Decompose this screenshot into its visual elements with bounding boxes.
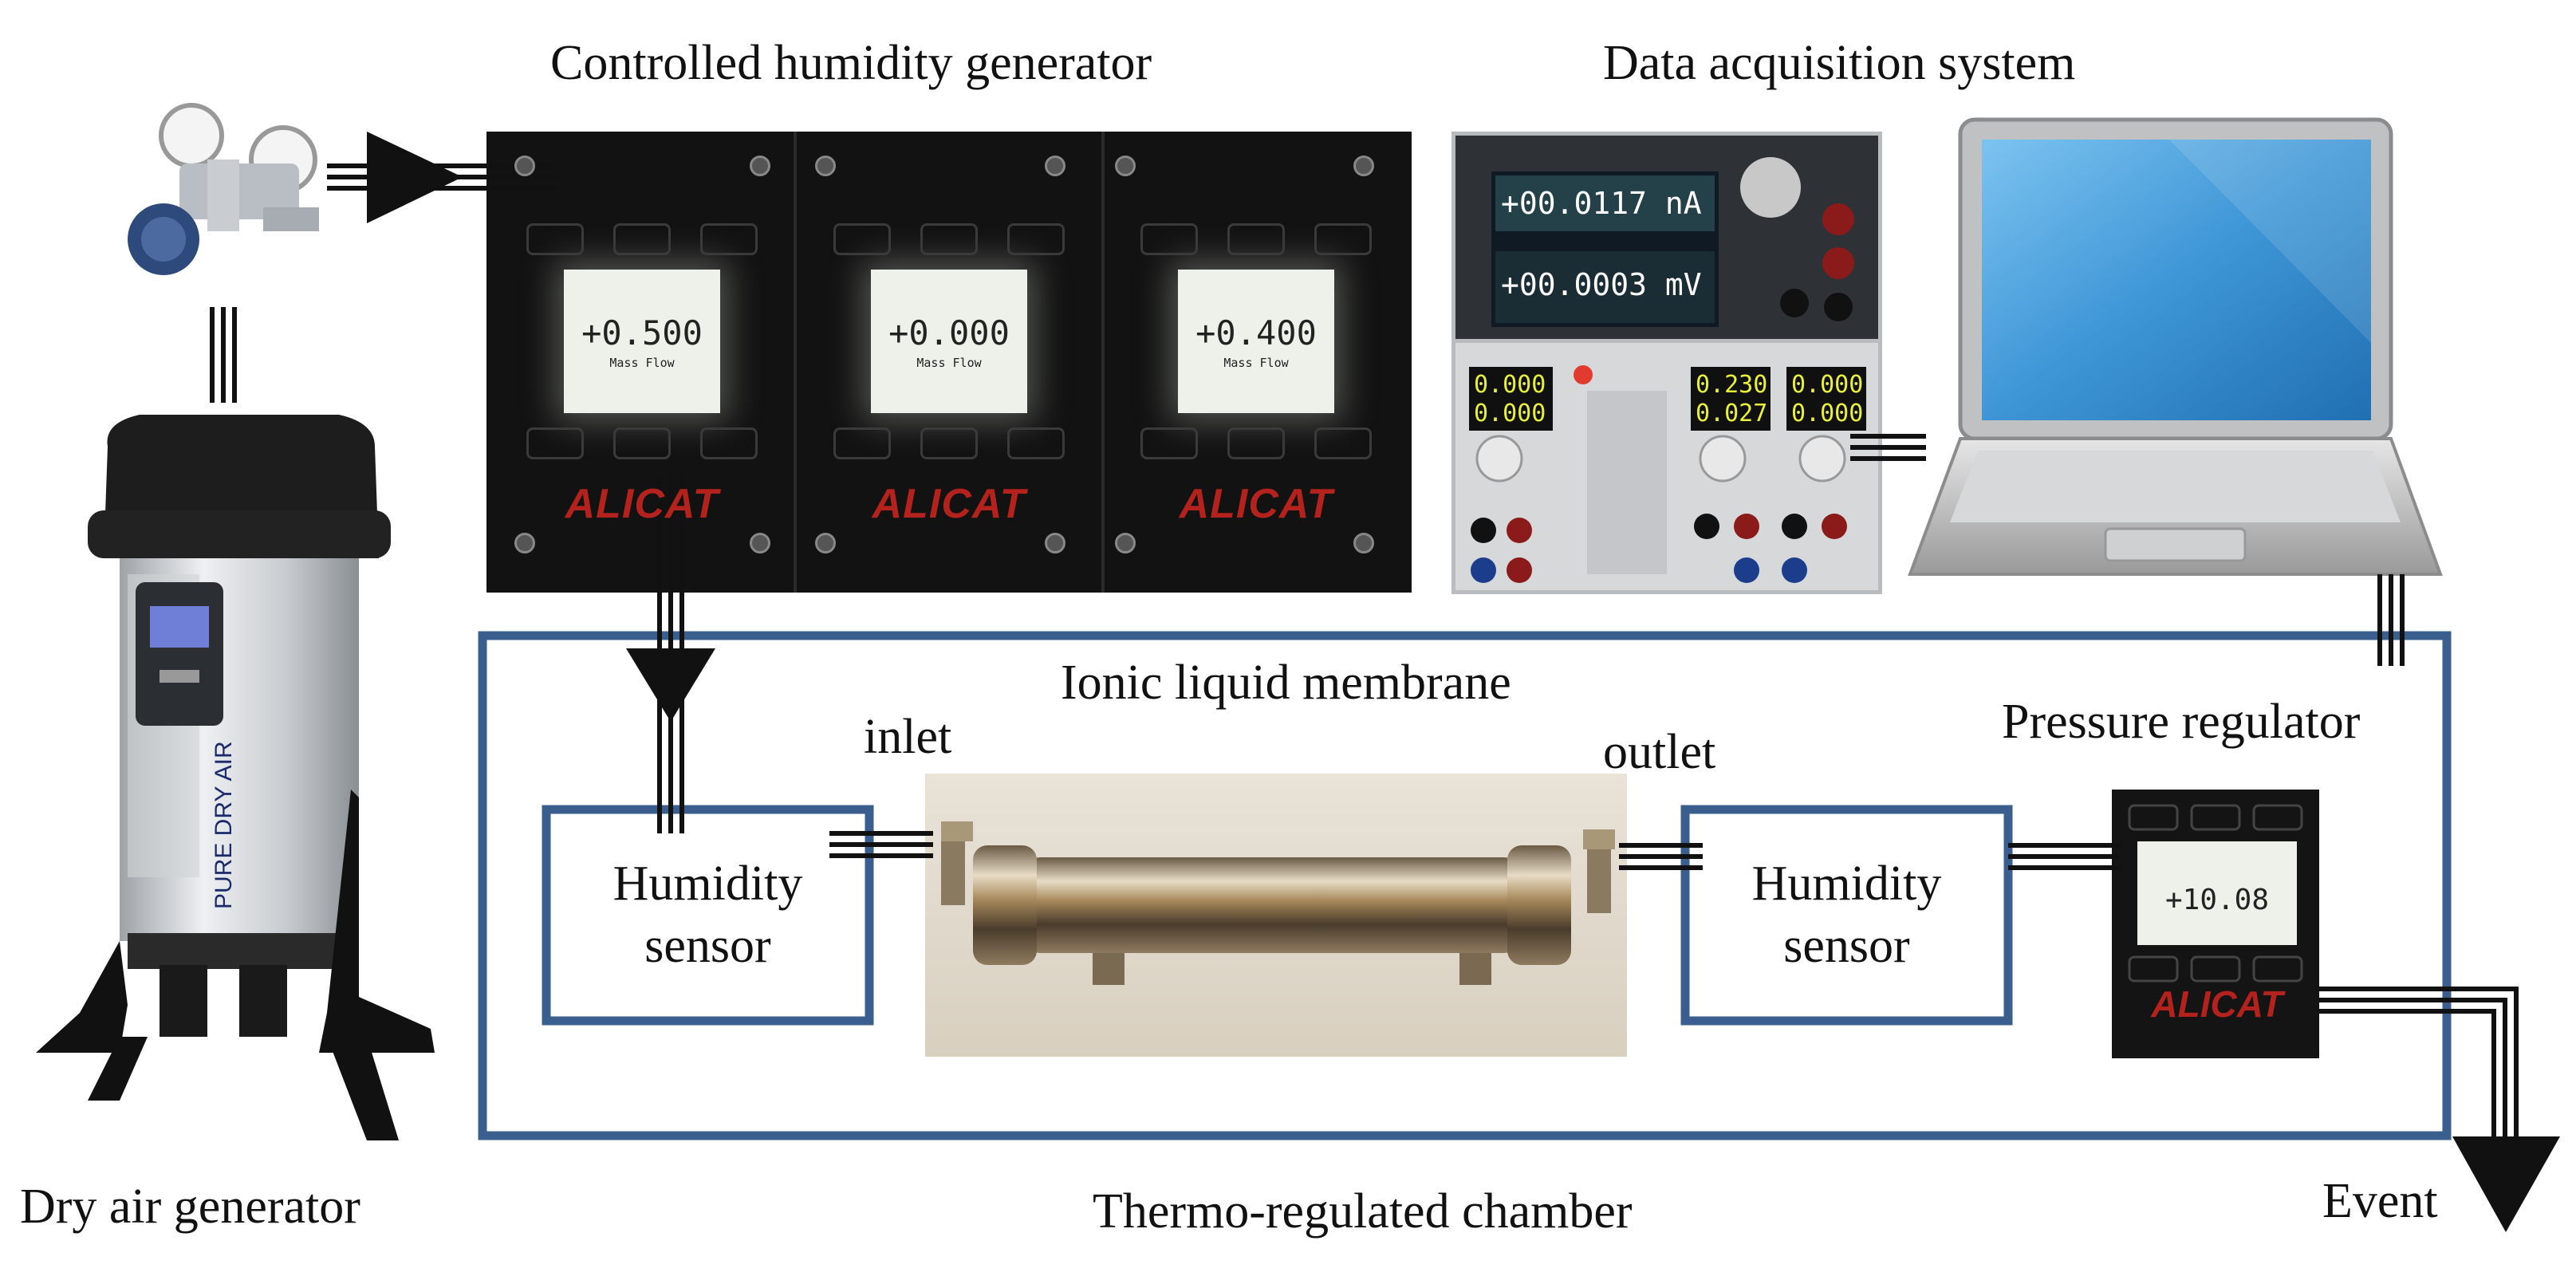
pressure-regulator-device: +10.08 ALICAT	[2112, 790, 2319, 1058]
label-pressure-regulator: Pressure regulator	[2002, 695, 2361, 749]
mass-flow-controller-3: +0.400 Mass Flow ALICAT	[1125, 223, 1388, 528]
label-outlet: outlet	[1603, 725, 1716, 779]
mfc-3-reading: +0.400	[1195, 313, 1317, 353]
mfc-1-reading: +0.500	[581, 313, 703, 353]
humidity-sensor-outlet-line1: Humidity	[1751, 857, 1942, 911]
power-supply-left-line2: 0.000	[1474, 400, 1546, 427]
dry-air-generator-image: PURE DRY AIR	[36, 415, 435, 1140]
thermo-regulated-chamber-box	[478, 631, 2452, 1140]
power-supply-right-a-line1: 0.230	[1696, 371, 1768, 399]
mfc-3-display: +0.400 Mass Flow	[1178, 270, 1334, 413]
panel-screw	[750, 533, 770, 553]
mfc-2-reading: +0.000	[888, 313, 1010, 353]
humidity-sensor-inlet-label: Humidity sensor	[550, 853, 865, 977]
arrow-to-humidity-sensor	[626, 648, 715, 722]
instrument-rack-image	[1451, 132, 1882, 594]
humidity-sensor-inlet-line1: Humidity	[612, 857, 803, 911]
panel-screw	[1045, 533, 1065, 553]
mfc-3-subtitle: Mass Flow	[1223, 355, 1289, 370]
panel-screw	[514, 533, 535, 553]
panel-screw	[750, 156, 770, 176]
humidity-sensor-outlet-box	[1680, 805, 2013, 1026]
power-supply-left-line1: 0.000	[1474, 371, 1546, 399]
laptop-image	[1908, 117, 2443, 576]
mfc-1-brand: ALICAT	[565, 481, 719, 527]
pressure-brand-text: ALICAT	[2150, 983, 2286, 1025]
pressure-reading-text: +10.08	[2165, 884, 2269, 916]
mfc-2-display: +0.000 Mass Flow	[871, 270, 1027, 413]
arrow-event	[2452, 1136, 2560, 1232]
humidity-sensor-inlet-line2: sensor	[644, 918, 771, 973]
label-inlet: inlet	[864, 710, 952, 764]
dryer-brand-text: PURE DRY AIR	[211, 741, 237, 909]
power-supply-right-b-line2: 0.000	[1791, 400, 1864, 427]
label-event: Event	[2322, 1174, 2438, 1228]
arrow-to-humidity-generator	[367, 132, 463, 223]
picoammeter-voltage: +00.0003 mV	[1501, 267, 1702, 302]
panel-screw	[1353, 156, 1374, 176]
power-supply-right-b-line1: 0.000	[1791, 371, 1864, 399]
panel-screw	[815, 533, 836, 553]
mfc-1-subtitle: Mass Flow	[609, 355, 675, 370]
humidity-sensor-outlet-line2: sensor	[1783, 918, 1910, 973]
mfc-2-subtitle: Mass Flow	[916, 355, 982, 370]
picoammeter-current: +00.0117 nA	[1501, 186, 1702, 221]
panel-screw	[815, 156, 836, 176]
power-supply-right-a-line2: 0.027	[1696, 400, 1768, 427]
panel-screw	[1115, 156, 1136, 176]
mass-flow-controller-2: +0.000 Mass Flow ALICAT	[817, 223, 1081, 528]
humidity-sensor-inlet-box	[542, 805, 874, 1026]
mfc-2-brand: ALICAT	[872, 481, 1026, 527]
label-thermo-regulated-chamber: Thermo-regulated chamber	[1093, 1184, 1633, 1239]
label-controlled-humidity-generator: Controlled humidity generator	[550, 36, 1152, 90]
humidity-sensor-outlet-label: Humidity sensor	[1689, 853, 2004, 977]
label-data-acquisition-system: Data acquisition system	[1603, 36, 2076, 90]
membrane-module-image	[925, 774, 1627, 1057]
panel-screw	[1115, 533, 1136, 553]
gas-regulator-image	[128, 103, 319, 275]
panel-screw	[514, 156, 535, 176]
label-ionic-liquid-membrane: Ionic liquid membrane	[1061, 656, 1511, 710]
mass-flow-controller-1: +0.500 Mass Flow ALICAT	[510, 223, 774, 528]
panel-screw	[1045, 156, 1065, 176]
panel-screw	[1353, 533, 1374, 553]
mfc-3-brand: ALICAT	[1179, 481, 1333, 527]
label-dry-air-generator: Dry air generator	[20, 1180, 360, 1234]
mfc-1-display: +0.500 Mass Flow	[564, 270, 720, 413]
